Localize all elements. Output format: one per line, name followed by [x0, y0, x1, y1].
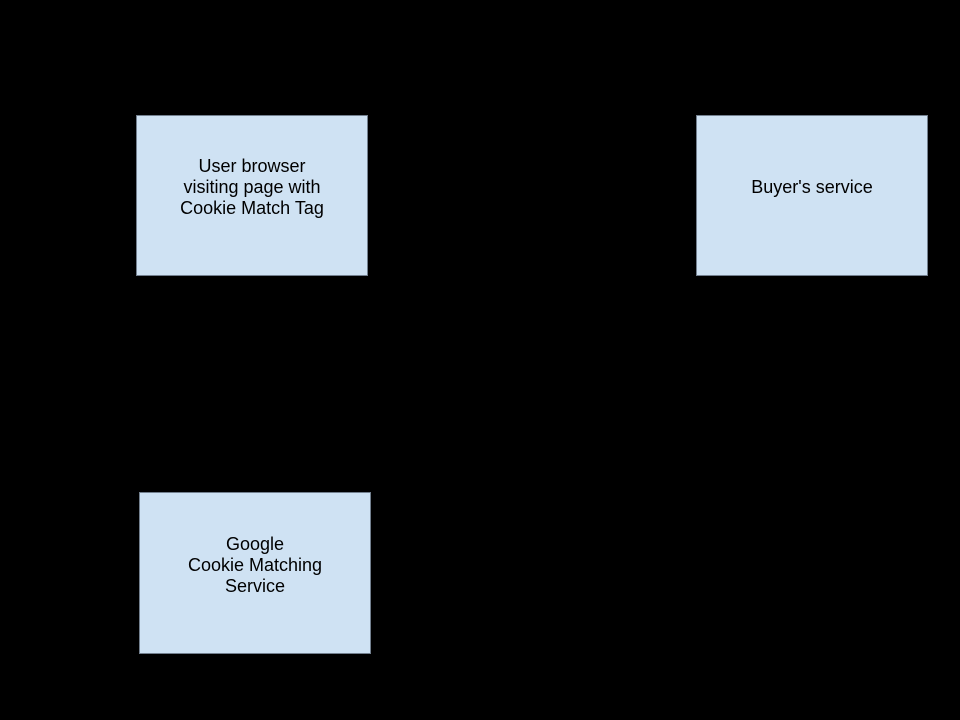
label-line: visiting page with — [183, 177, 321, 197]
node-buyers-service: Buyer's service — [696, 115, 928, 276]
label-line: Buyer's service — [751, 177, 873, 197]
node-google-cookie-matching-service-label: Google Cookie Matching Service — [140, 534, 370, 597]
node-user-browser: User browser visiting page with Cookie M… — [136, 115, 368, 276]
node-buyers-service-label: Buyer's service — [697, 177, 927, 198]
label-line: Cookie Match Tag — [180, 198, 324, 218]
label-line: User browser — [198, 156, 306, 176]
label-line: Service — [224, 575, 286, 596]
label-line: Cookie Matching — [187, 554, 323, 575]
node-user-browser-label: User browser visiting page with Cookie M… — [137, 156, 367, 219]
node-google-cookie-matching-service: Google Cookie Matching Service — [139, 492, 371, 654]
label-line: Google — [225, 533, 285, 554]
